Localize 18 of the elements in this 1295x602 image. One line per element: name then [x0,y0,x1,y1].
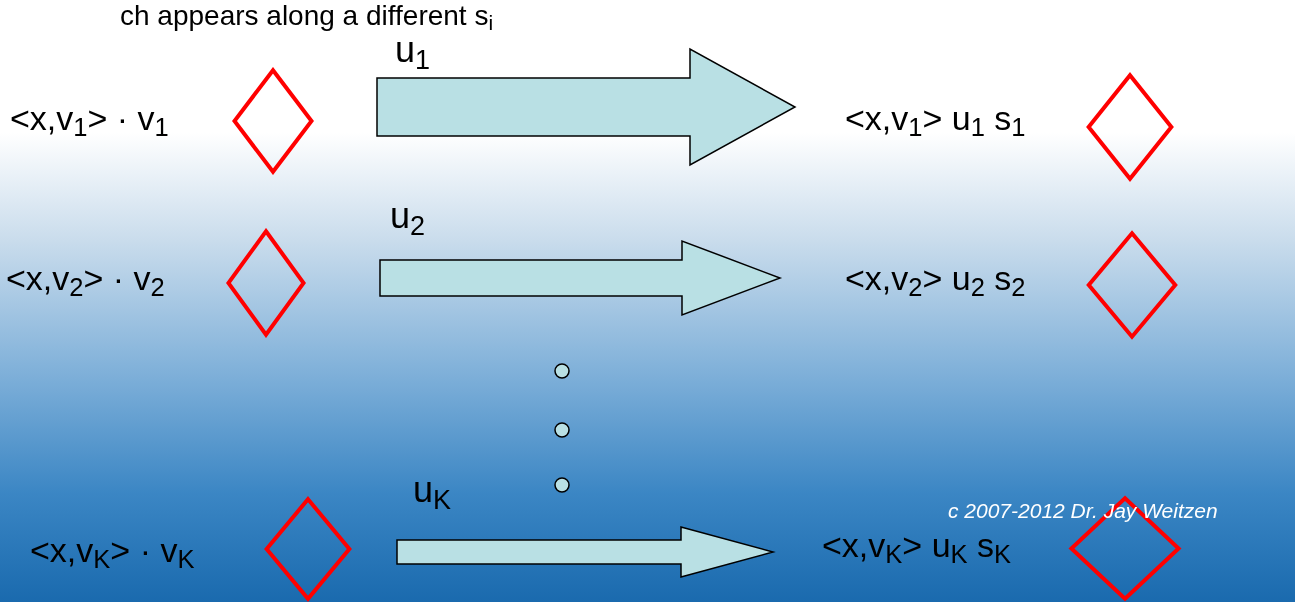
diamond-shape [226,228,306,338]
expression-text: <x,v$_{1}$> · v$_{1}$ [10,98,169,138]
diamond-shape [264,496,352,602]
slide-title: ch appears along a different s$_{i}$ [120,0,494,32]
block-arrow [376,47,797,167]
block-arrow [396,526,776,578]
expression-text: <x,v$_{1}$> u$_{1}$ s$_{1}$ [845,98,1026,138]
diamond-shape [232,67,314,175]
expression-text: <x,v$_{K}$> u$_{K}$ s$_{K}$ [822,525,1012,565]
diamond-shape [1086,72,1174,182]
edge-label: u$_{2}$ [390,196,426,236]
expression-text: <x,v$_{K}$> · v$_{K}$ [30,530,195,570]
block-arrow [379,239,783,317]
diamond-shape [1086,230,1178,340]
expression-text: <x,v$_{2}$> u$_{2}$ s$_{2}$ [845,258,1026,298]
edge-label: u$_{1}$ [395,30,431,70]
edge-label: u$_{K}$ [413,470,452,510]
expression-text: <x,v$_{2}$> · v$_{2}$ [6,258,165,298]
